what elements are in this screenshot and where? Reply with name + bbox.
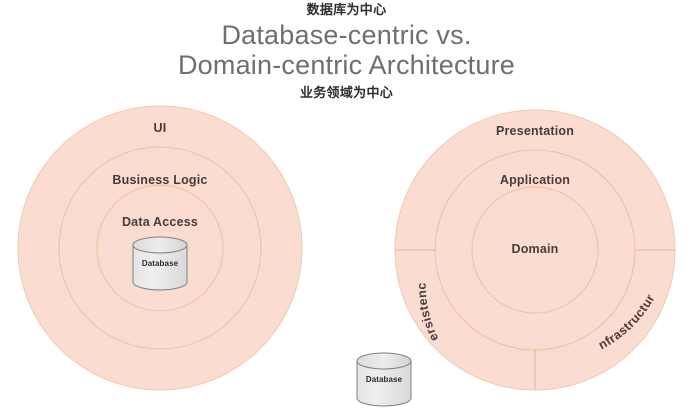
- cylinder-top: [132, 236, 188, 254]
- cylinder-top: [356, 352, 412, 370]
- ring-label-data-access: Data Access: [122, 215, 198, 229]
- ring-label-business-logic: Business Logic: [112, 173, 207, 187]
- cylinder-body: [356, 360, 412, 407]
- left-diagram-database-centric: UI Business Logic Data Access Database: [17, 105, 303, 391]
- ring-label-application: Application: [500, 173, 570, 187]
- ring-domain: [471, 186, 599, 314]
- bottom-database-cylinder: Database: [356, 352, 412, 407]
- cylinder-body: [132, 244, 188, 291]
- ring-label-presentation: Presentation: [496, 124, 574, 138]
- cylinder-label: Database: [366, 375, 403, 384]
- ring-label-ui: UI: [154, 121, 167, 135]
- left-database-cylinder: Database: [132, 236, 188, 291]
- cylinder-label: Database: [142, 259, 179, 268]
- ring-label-domain: Domain: [511, 242, 558, 256]
- sector-dividers: [395, 249, 675, 390]
